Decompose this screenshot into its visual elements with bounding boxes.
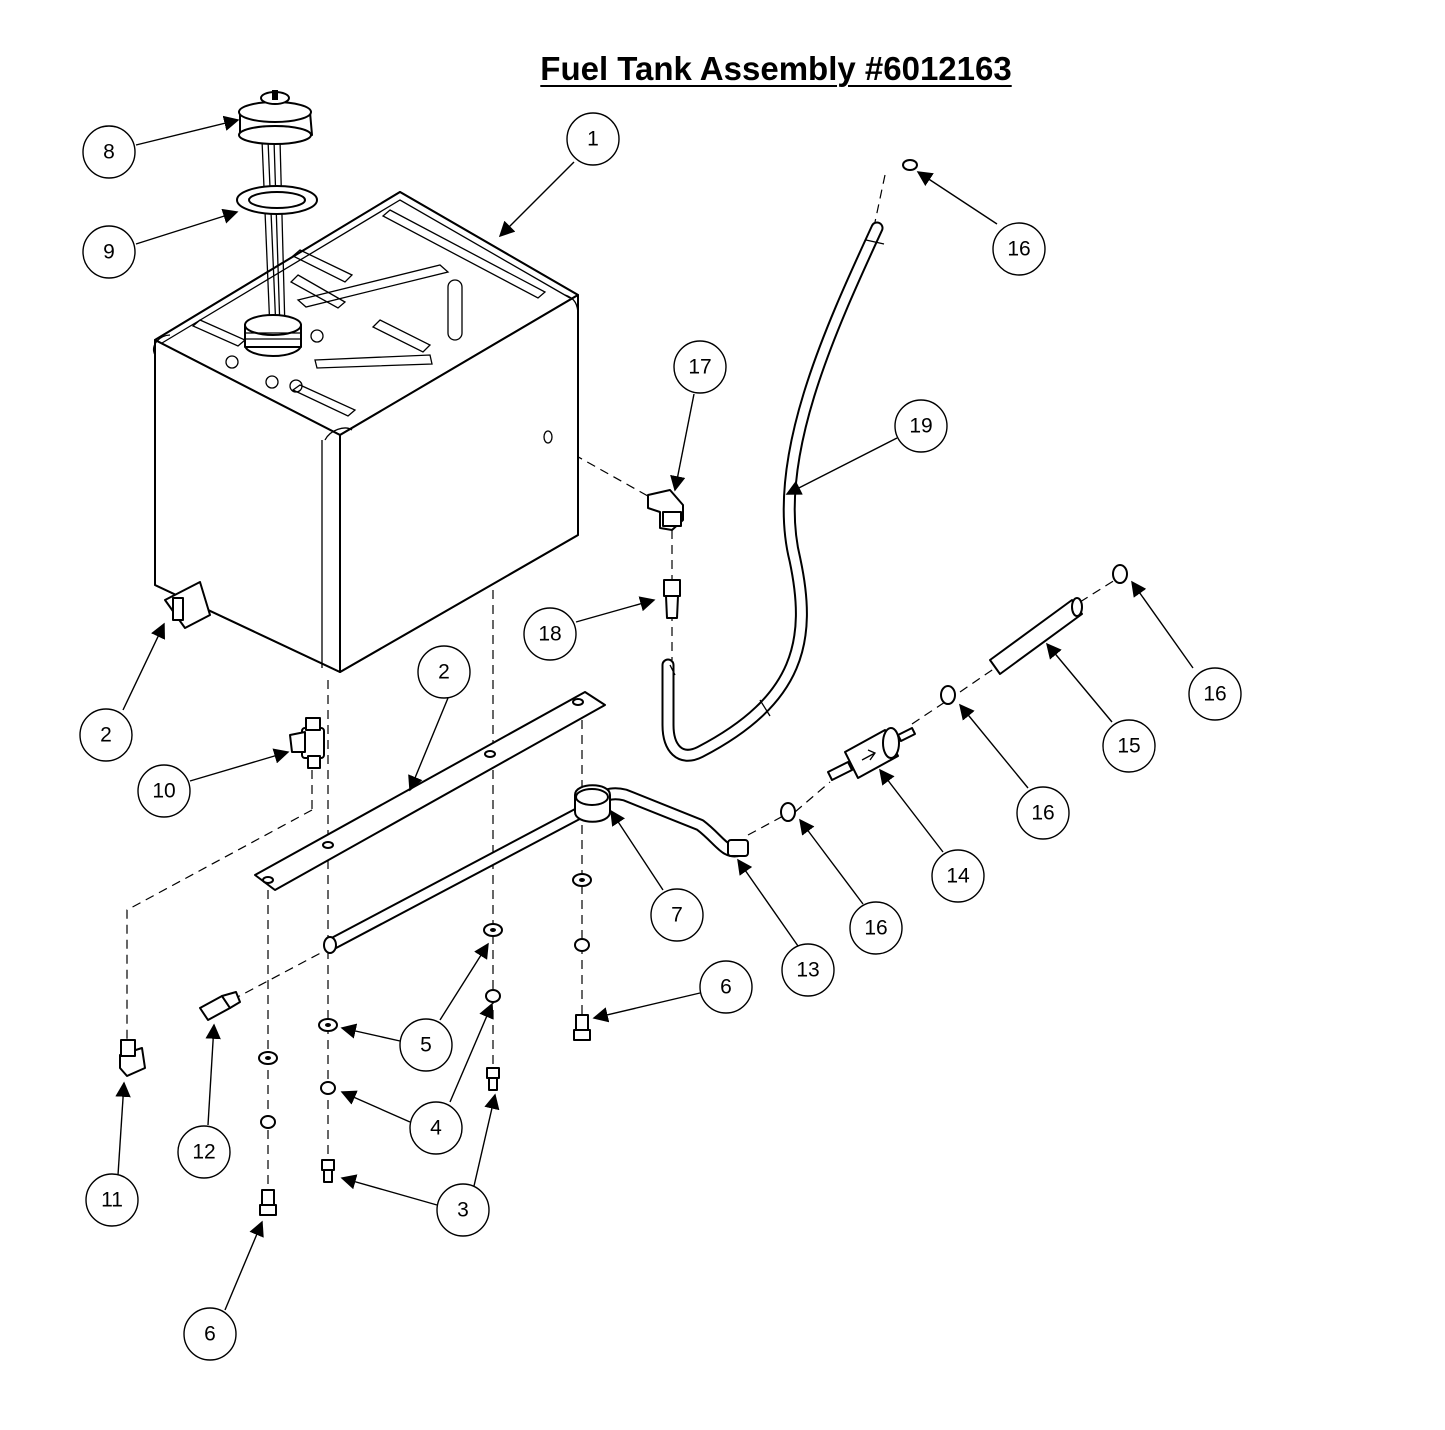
barb-fitting [663, 579, 681, 619]
svg-text:14: 14 [946, 865, 970, 888]
callout-13: 13 [781, 943, 835, 997]
svg-text:2: 2 [100, 724, 112, 747]
callout-3: 3 [436, 1183, 490, 1237]
svg-text:16: 16 [1031, 802, 1054, 825]
callout-5: 5 [399, 1018, 453, 1072]
callout-1: 1 [566, 112, 620, 166]
svg-text:3: 3 [457, 1199, 469, 1222]
callout-19: 19 [894, 399, 948, 453]
svg-text:11: 11 [101, 1189, 123, 1212]
return-hose [661, 221, 885, 762]
filler-neck [244, 314, 302, 357]
svg-text:5: 5 [420, 1034, 432, 1057]
svg-text:13: 13 [796, 959, 819, 982]
shutoff-valve [289, 717, 325, 769]
svg-text:16: 16 [1203, 683, 1226, 706]
callout-17: 17 [673, 340, 727, 394]
callout-15: 15 [1102, 719, 1156, 773]
elbow-adapter [119, 1039, 146, 1077]
callout-16-top: 16 [992, 222, 1046, 276]
fuel-cap [238, 90, 313, 331]
hardware [258, 873, 592, 1216]
tank-strap [254, 691, 606, 891]
callout-14: 14 [931, 849, 985, 903]
svg-text:18: 18 [538, 623, 561, 646]
assembly-dashed-lines [126, 174, 1116, 1195]
callout-16-low: 16 [849, 901, 903, 955]
callout-2-strap: 2 [417, 645, 471, 699]
tank-mounting-foot [164, 581, 211, 629]
inline-fuel-filter [827, 727, 916, 781]
callout-6-bottom: 6 [183, 1307, 237, 1361]
svg-text:2: 2 [438, 661, 450, 684]
callout-12: 12 [177, 1125, 231, 1179]
svg-text:9: 9 [103, 241, 115, 264]
callout-16-mid: 16 [1016, 786, 1070, 840]
svg-text:17: 17 [688, 356, 711, 379]
callout-10: 10 [137, 764, 191, 818]
callout-9: 9 [82, 225, 136, 279]
small-hose-clamps [780, 159, 1128, 822]
callout-16-far-right: 16 [1188, 667, 1242, 721]
svg-text:19: 19 [909, 415, 932, 438]
leader-lines [115, 115, 1194, 1311]
callout-11: 11 [85, 1173, 139, 1227]
svg-text:7: 7 [671, 904, 683, 927]
callout-7: 7 [650, 888, 704, 942]
elbow-fitting [647, 489, 684, 531]
hose-section [989, 597, 1083, 675]
svg-text:15: 15 [1117, 735, 1140, 758]
fuel-tank [153, 191, 579, 673]
callout-18: 18 [523, 607, 577, 661]
svg-text:16: 16 [864, 917, 887, 940]
hose-clamp [574, 784, 611, 823]
svg-text:1: 1 [587, 128, 599, 151]
svg-text:16: 16 [1007, 238, 1030, 261]
svg-text:12: 12 [192, 1141, 215, 1164]
svg-text:8: 8 [103, 141, 115, 164]
svg-text:6: 6 [720, 976, 732, 999]
cap-gasket [236, 185, 318, 215]
callout-2-foot: 2 [79, 708, 133, 762]
callout-8: 8 [82, 125, 136, 179]
diagram-title: Fuel Tank Assembly #6012163 [540, 50, 1012, 87]
tank-top-ribs [191, 209, 547, 417]
callout-4: 4 [409, 1101, 463, 1155]
svg-text:6: 6 [204, 1323, 216, 1346]
svg-text:10: 10 [152, 780, 175, 803]
callout-6-right: 6 [699, 960, 753, 1014]
straight-fitting [199, 991, 241, 1021]
svg-text:4: 4 [430, 1117, 442, 1140]
